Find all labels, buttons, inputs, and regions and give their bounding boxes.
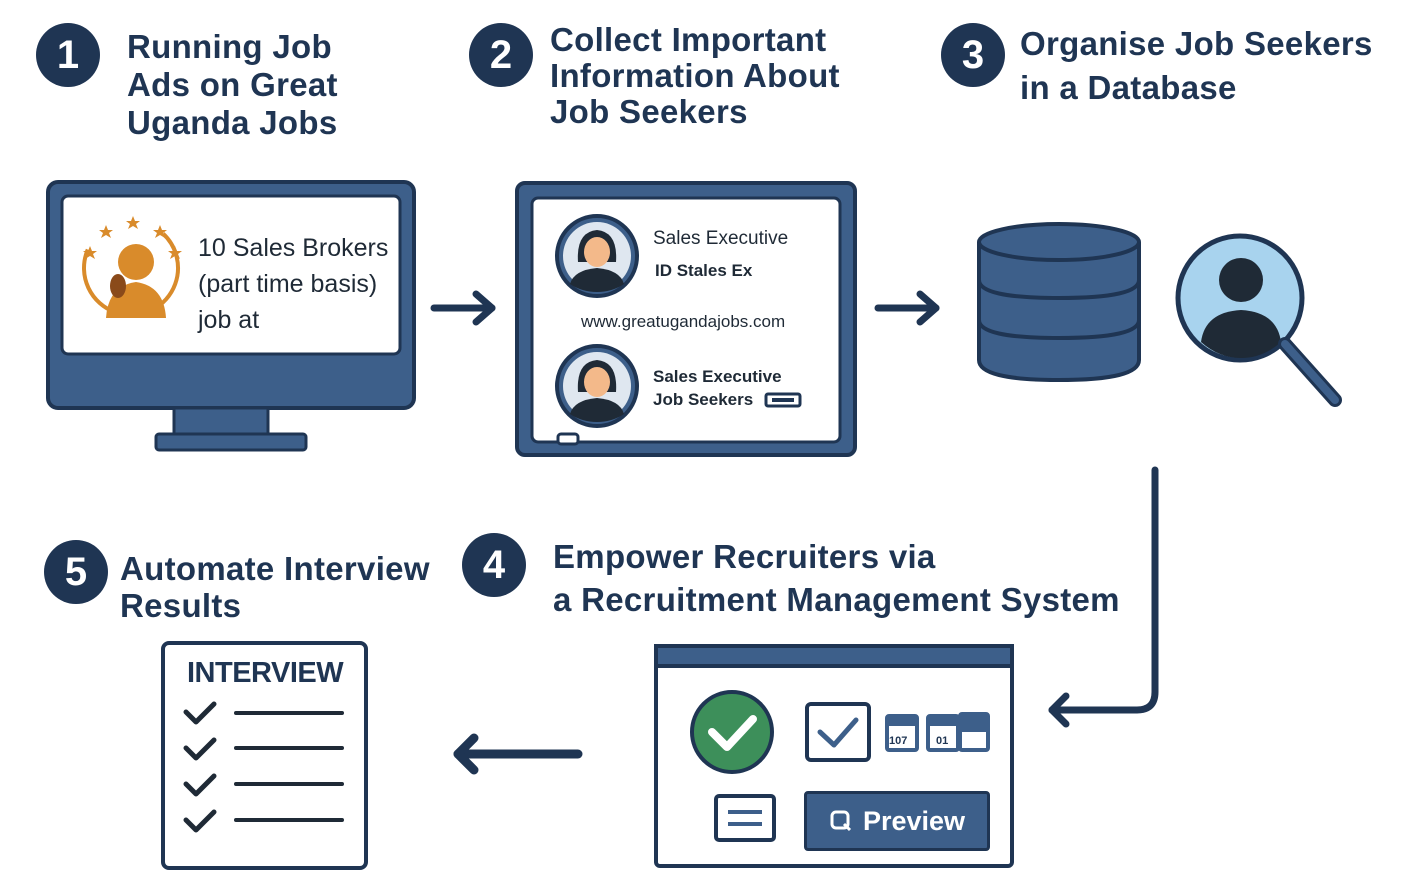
profile-2-label: Job Seekers	[653, 390, 754, 409]
interview-heading: INTERVIEW	[187, 657, 344, 689]
monitor-illustration	[46, 180, 416, 452]
calendar-icon-1	[885, 714, 919, 752]
preview-button[interactable]: Preview	[804, 791, 990, 851]
profile-avatar-2	[555, 344, 639, 428]
database-search-illustration	[977, 222, 1342, 407]
step-5-badge: 5	[44, 540, 108, 604]
job-ad-text: 10 Sales Brokers (part time basis) job a…	[198, 234, 389, 334]
step-4-title: Empower Recruiters via a Recruitment Man…	[553, 538, 1120, 618]
checkbox-icon	[805, 702, 871, 762]
calendar-1-date: 107	[889, 735, 908, 747]
step-2-badge: 2	[469, 23, 533, 87]
step-2-title: Collect Important Information About Job …	[550, 21, 840, 130]
profile-avatar-1	[555, 214, 639, 298]
magnifier-user-icon	[1175, 233, 1342, 407]
step-5-title: Automate Interview Results	[120, 550, 430, 624]
step-3-badge: 3	[941, 23, 1005, 87]
profile-2-role: Sales Executive	[653, 367, 782, 386]
step-4-badge: 4	[462, 533, 526, 597]
search-icon	[830, 810, 852, 832]
arrow-left-icon	[453, 733, 583, 775]
profiles-tablet	[515, 181, 857, 457]
profile-1-id: ID Stales Ex	[655, 261, 753, 280]
arrow-right-icon	[874, 290, 940, 326]
step-3-title: Organise Job Seekers in a Database	[1020, 25, 1373, 106]
step-1-badge: 1	[36, 23, 100, 87]
step-1-title: Running Job Ads on Great Uganda Jobs	[127, 28, 338, 141]
notes-icon	[714, 794, 776, 842]
calendar-2-date: 01	[936, 735, 949, 747]
profile-1-role: Sales Executive	[653, 228, 789, 249]
interview-checklist	[161, 641, 368, 870]
database-icon	[977, 222, 1141, 383]
preview-label: Preview	[862, 805, 966, 836]
website-text: www.greatugandajobs.com	[581, 312, 786, 331]
approved-check-icon	[690, 690, 774, 774]
candidate-star-icon	[82, 216, 182, 318]
arrow-right-icon	[430, 290, 496, 326]
calendar-icon-3	[958, 712, 990, 752]
